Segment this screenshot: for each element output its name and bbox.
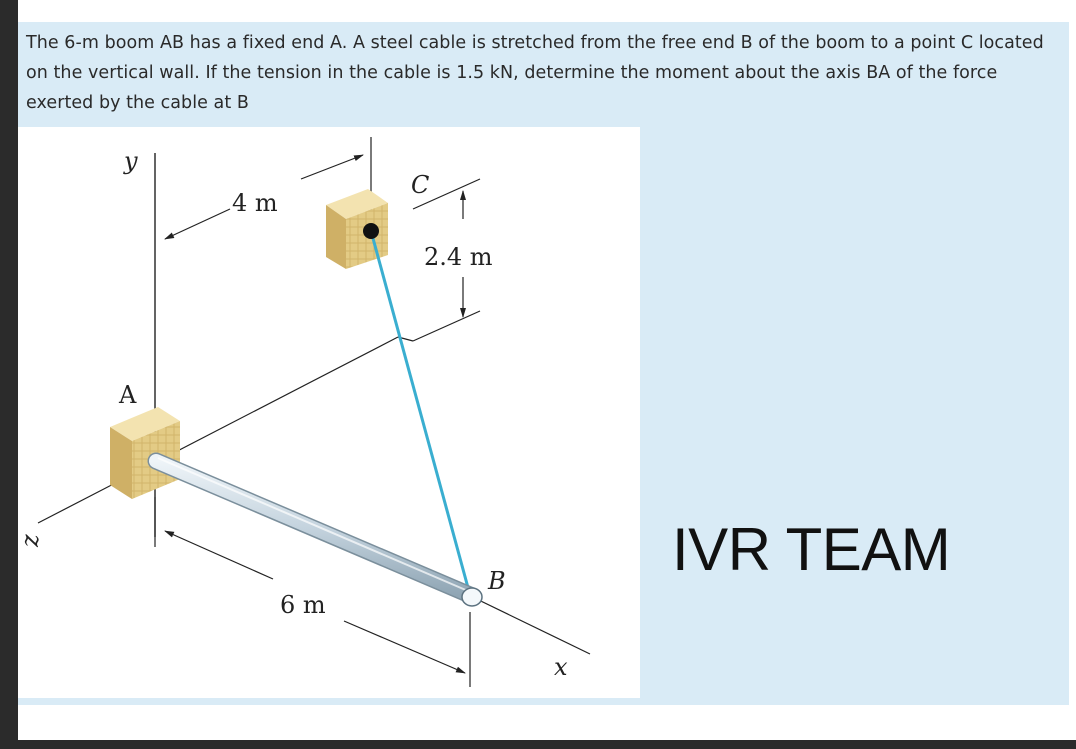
- b-label: B: [487, 567, 506, 595]
- dim-6m-arrow-b: [343, 620, 466, 674]
- y-label: y: [123, 147, 138, 175]
- point-c: [363, 223, 379, 239]
- watermark-text: IVR TEAM: [672, 516, 951, 583]
- dim-4m-line-a: [164, 208, 231, 240]
- bottom-strip: [18, 706, 1069, 740]
- dim-4m-line-b: [300, 154, 364, 180]
- dim-6m-label: 6 m: [280, 591, 326, 619]
- boom-ab: [147, 452, 479, 604]
- bottom-bar: [0, 740, 1076, 749]
- dim-4m-label: 4 m: [232, 189, 278, 217]
- wall-block-a: [110, 407, 180, 499]
- dim-24-ref-top: [412, 178, 481, 210]
- problem-statement: The 6-m boom AB has a fixed end A. A ste…: [26, 33, 1044, 113]
- dim-6m-arrow-a: [164, 530, 274, 580]
- z-label: z: [18, 534, 44, 548]
- a-label: A: [118, 381, 137, 409]
- point-b: [461, 587, 483, 607]
- x-label: x: [554, 653, 568, 681]
- cable-cb: [369, 230, 472, 596]
- dim-24m-label: 2.4 m: [424, 243, 493, 271]
- statics-figure: y 4 m 2.4 m C x: [18, 127, 640, 698]
- dim-24-ref-bot: [412, 310, 481, 342]
- c-label: C: [411, 171, 429, 199]
- z-axis: [37, 336, 399, 524]
